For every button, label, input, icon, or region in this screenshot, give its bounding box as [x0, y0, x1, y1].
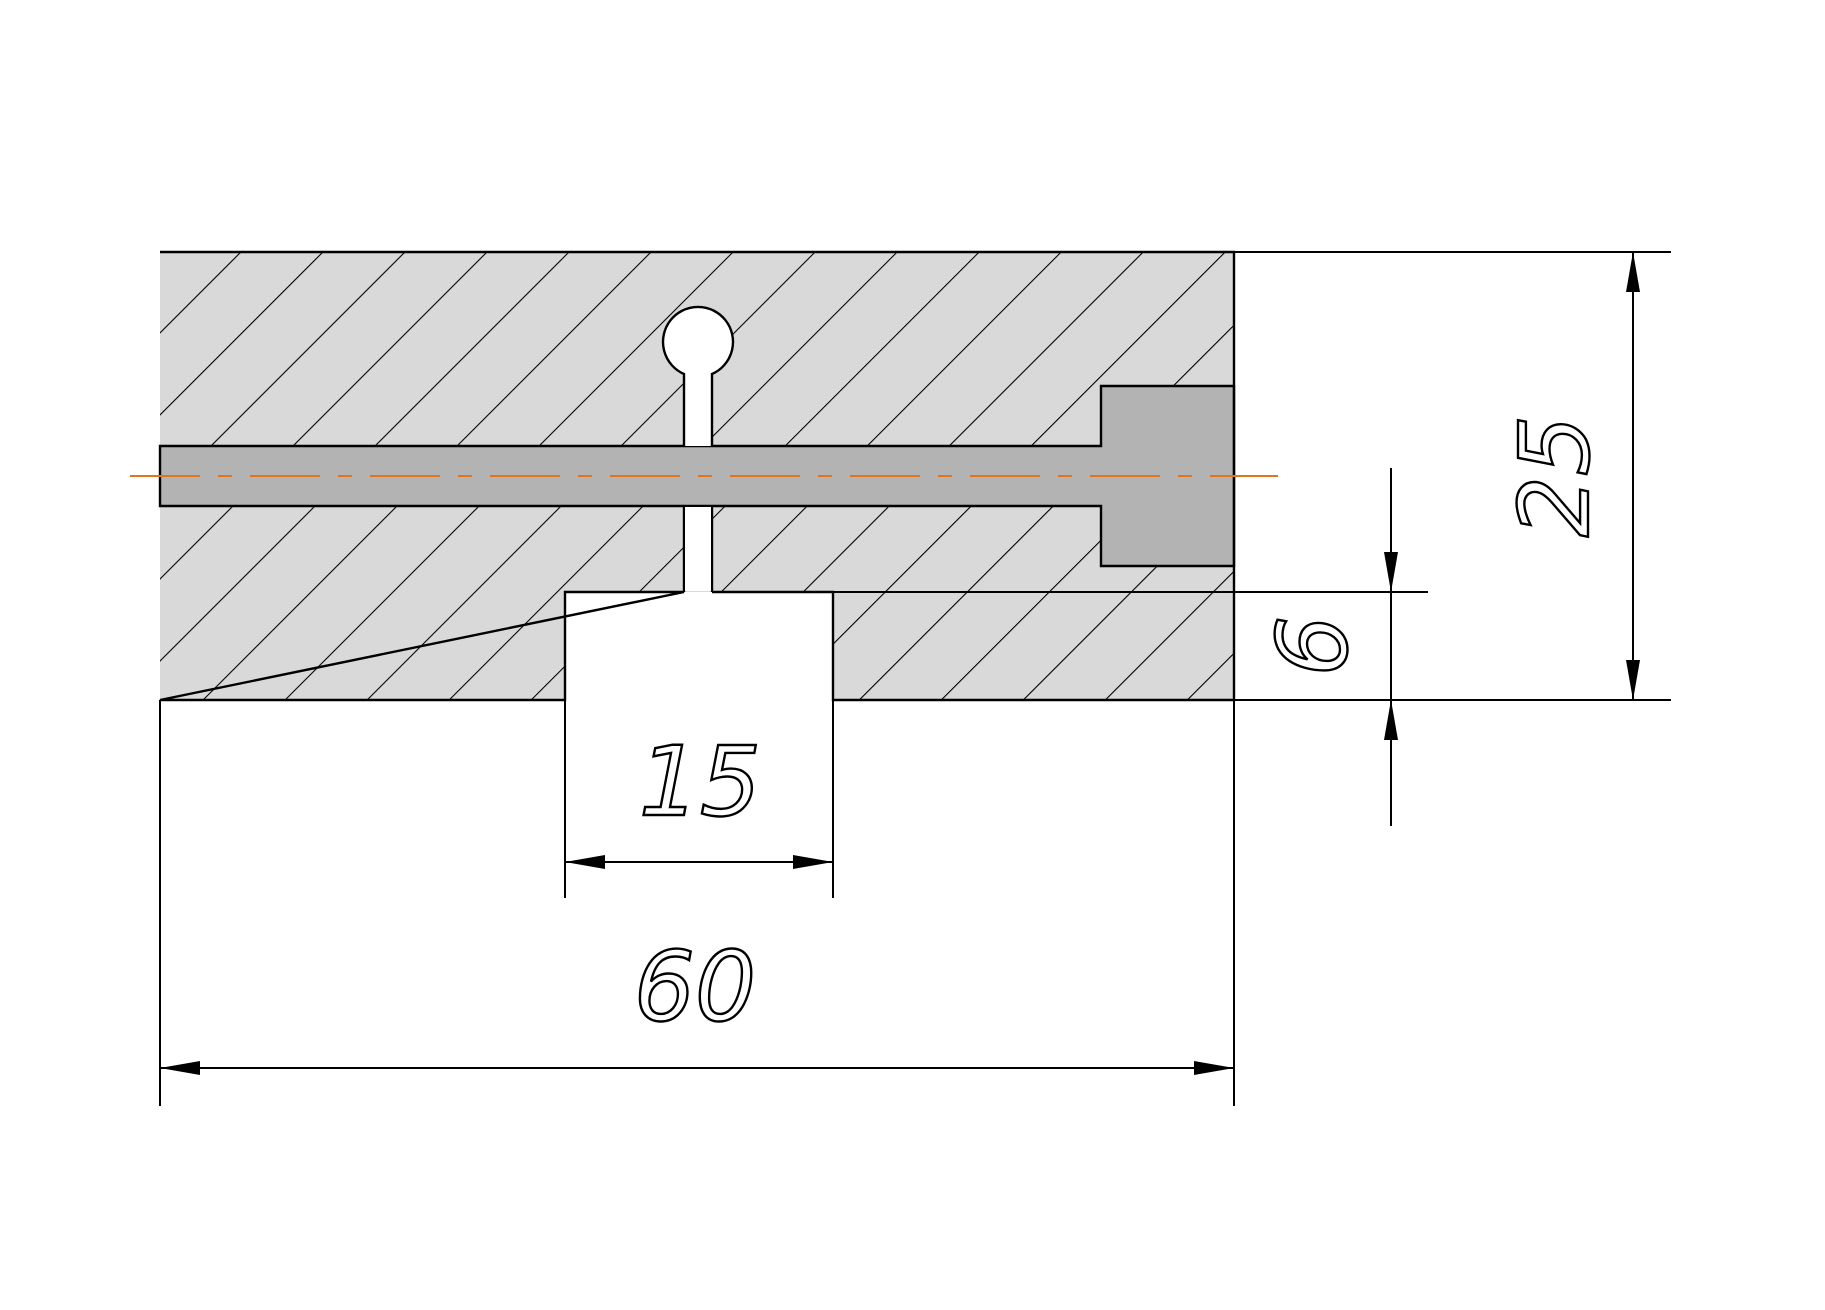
- part-section: [158, 250, 1236, 702]
- dimension-label-25: 25: [1499, 415, 1611, 537]
- keyhole-cut: [661, 305, 735, 592]
- dimension-overall-width: 60: [159, 700, 1235, 1106]
- slit-lower: [685, 507, 711, 591]
- dimension-overall-height: 25: [1234, 251, 1671, 700]
- dimension-label-6: 6: [1257, 615, 1369, 676]
- dimension-label-15: 15: [639, 726, 761, 838]
- dimension-slot-width: 15: [564, 700, 834, 898]
- dimension-label-60: 60: [634, 931, 756, 1043]
- dimension-slot-depth: 6: [833, 468, 1671, 826]
